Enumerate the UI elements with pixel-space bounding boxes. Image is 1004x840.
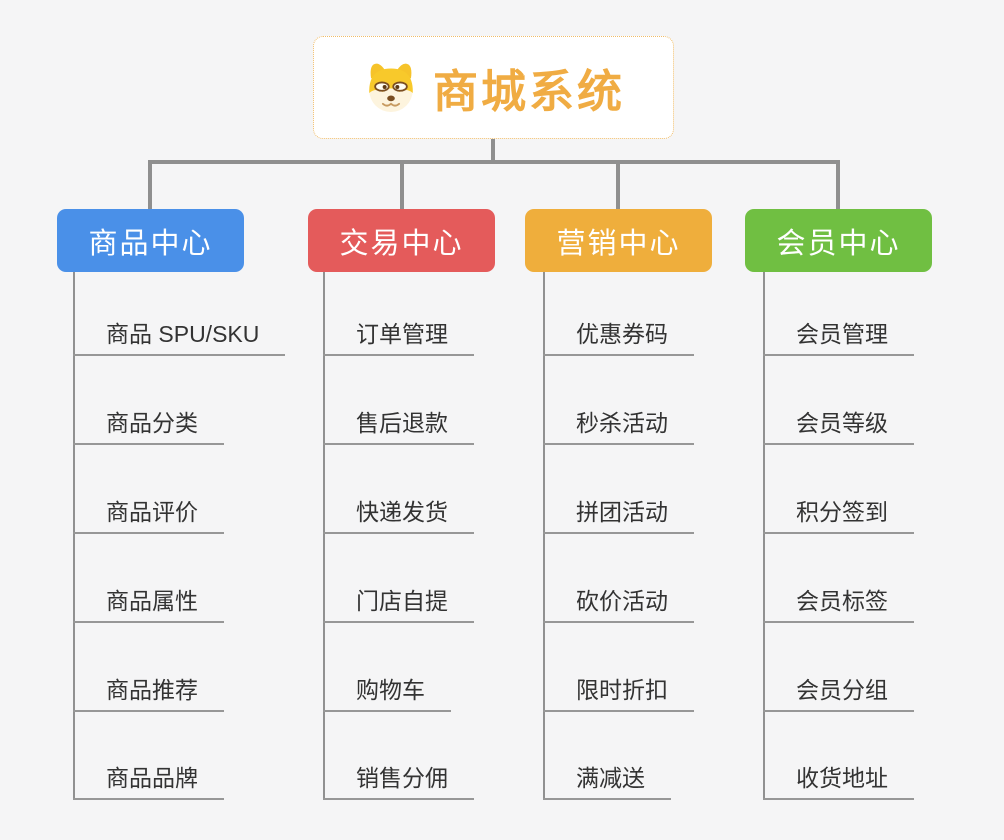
branch-node-product-center[interactable]: 商品中心 — [57, 209, 244, 272]
leaf-node[interactable]: 门店自提 — [323, 587, 474, 623]
leaf-node[interactable]: 商品属性 — [73, 587, 224, 623]
leaf-node[interactable]: 商品品牌 — [73, 764, 224, 800]
branch-children-product-center: 商品 SPU/SKU 商品分类 商品评价 商品属性 商品推荐 商品品牌 — [73, 272, 286, 800]
leaf-node[interactable]: 商品评价 — [73, 498, 224, 534]
branch-node-trade-center[interactable]: 交易中心 — [308, 209, 495, 272]
connector-drop-trade — [400, 164, 404, 209]
leaf-node[interactable]: 砍价活动 — [543, 587, 694, 623]
leaf-node[interactable]: 快递发货 — [323, 498, 474, 534]
leaf-node[interactable]: 订单管理 — [323, 320, 474, 356]
connector-drop-product — [148, 164, 152, 209]
root-node[interactable]: 商城系统 — [313, 36, 674, 139]
doge-icon — [369, 63, 413, 112]
leaf-node[interactable]: 会员等级 — [763, 409, 914, 445]
leaf-node[interactable]: 限时折扣 — [543, 676, 694, 712]
branch-children-member-center: 会员管理 会员等级 积分签到 会员标签 会员分组 收货地址 — [763, 272, 914, 800]
root-node-title: 商城系统 — [432, 66, 625, 117]
leaf-node[interactable]: 会员分组 — [763, 676, 914, 712]
connector-drop-member — [836, 164, 840, 209]
leaf-node[interactable]: 秒杀活动 — [543, 409, 694, 445]
branch-node-marketing-center[interactable]: 营销中心 — [525, 209, 712, 272]
leaf-node[interactable]: 售后退款 — [323, 409, 474, 445]
branch-label: 交易中心 — [339, 227, 464, 260]
leaf-node[interactable]: 会员管理 — [763, 320, 914, 356]
connector-horizontal-bar — [148, 160, 840, 164]
branch-label: 商品中心 — [88, 227, 213, 260]
connector-root-stem — [491, 139, 495, 162]
branch-children-trade-center: 订单管理 售后退款 快递发货 门店自提 购物车 销售分佣 — [323, 272, 474, 800]
connector-drop-marketing — [616, 164, 620, 209]
leaf-node[interactable]: 销售分佣 — [323, 764, 474, 800]
branch-node-member-center[interactable]: 会员中心 — [745, 209, 932, 272]
leaf-node[interactable]: 收货地址 — [763, 764, 914, 800]
leaf-node[interactable]: 商品 SPU/SKU — [73, 320, 286, 356]
leaf-node[interactable]: 优惠券码 — [543, 320, 694, 356]
leaf-node[interactable]: 商品推荐 — [73, 676, 224, 712]
leaf-node[interactable]: 购物车 — [323, 676, 451, 712]
leaf-node[interactable]: 商品分类 — [73, 409, 224, 445]
leaf-node[interactable]: 拼团活动 — [543, 498, 694, 534]
leaf-node[interactable]: 积分签到 — [763, 498, 914, 534]
branch-label: 会员中心 — [776, 227, 901, 260]
leaf-node[interactable]: 会员标签 — [763, 587, 914, 623]
leaf-node[interactable]: 满减送 — [543, 764, 671, 800]
branch-label: 营销中心 — [556, 227, 681, 260]
branch-children-marketing-center: 优惠券码 秒杀活动 拼团活动 砍价活动 限时折扣 满减送 — [543, 272, 694, 800]
